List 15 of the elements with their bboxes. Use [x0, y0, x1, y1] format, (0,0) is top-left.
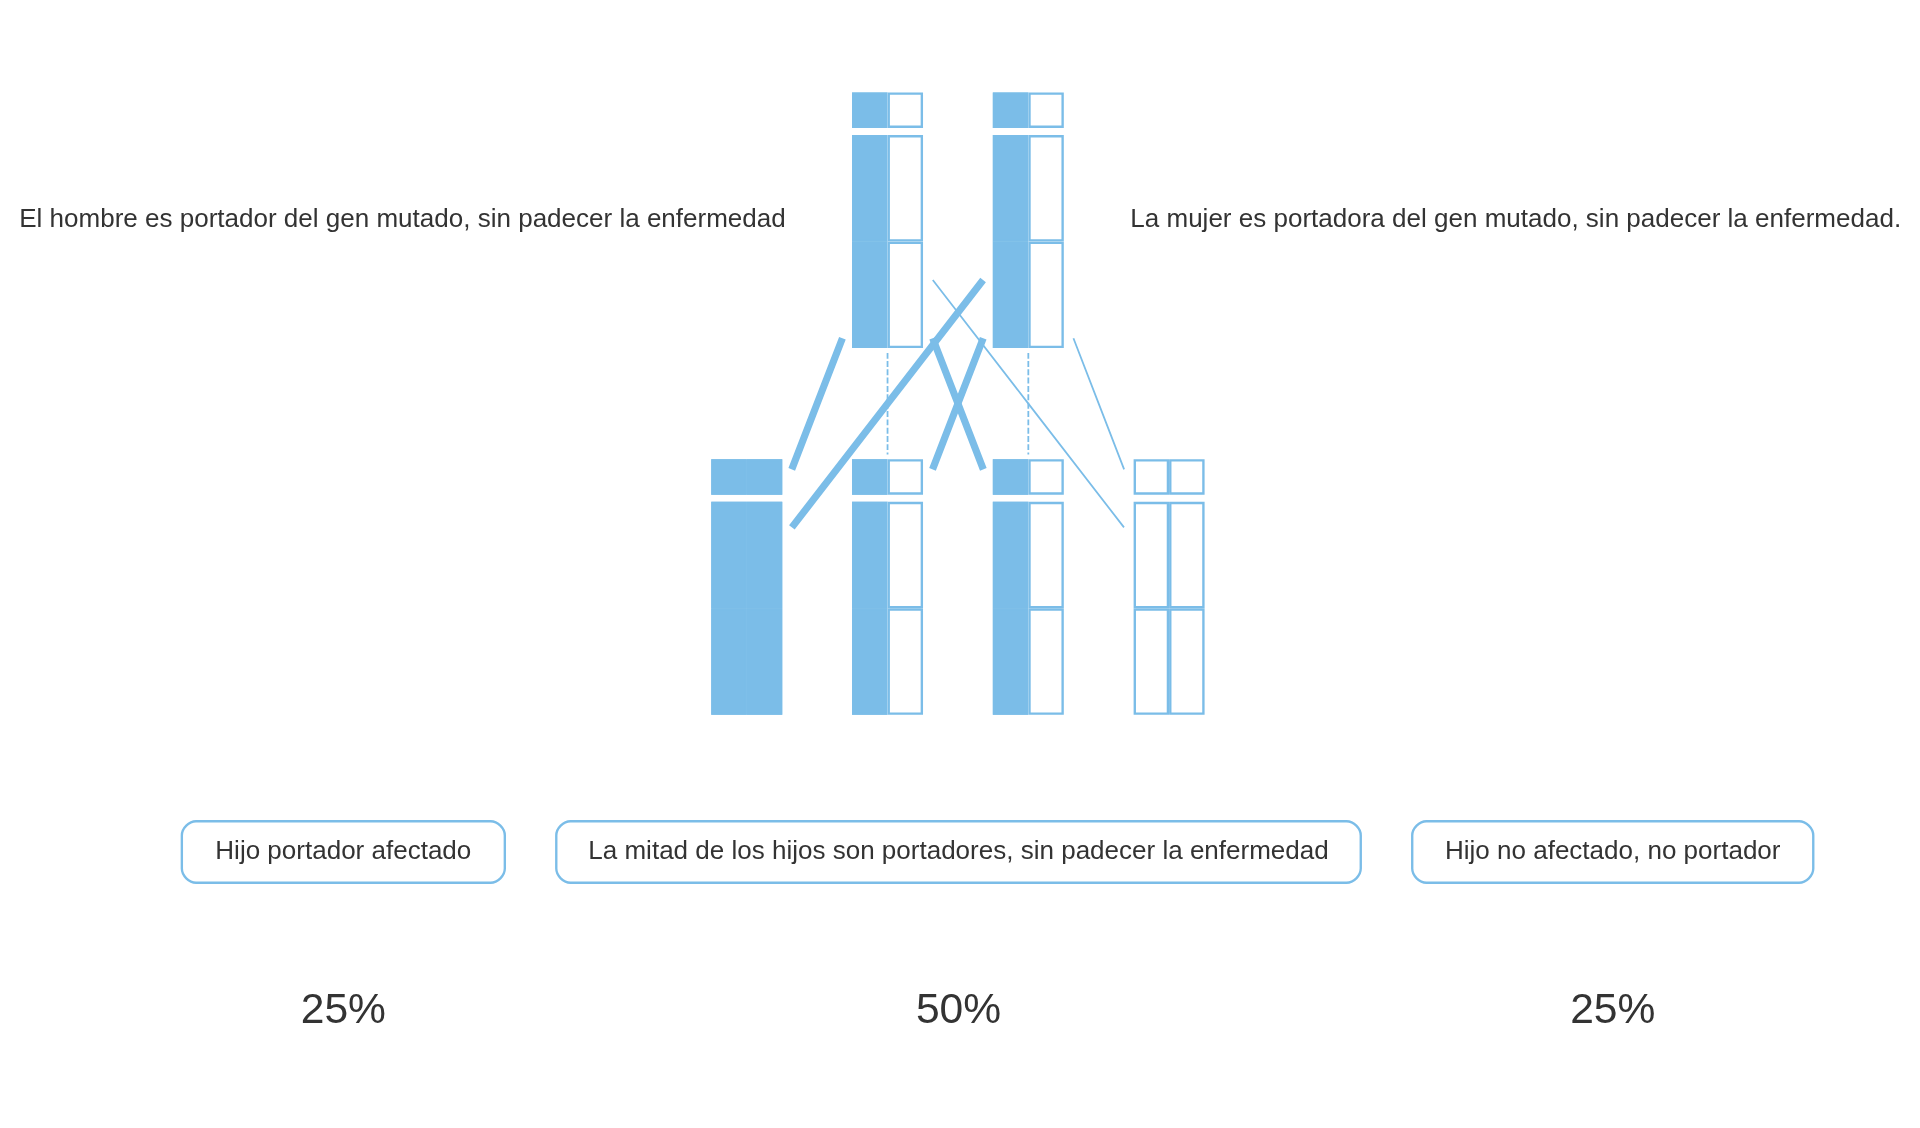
connector	[1027, 351, 1030, 455]
connector	[788, 336, 846, 471]
node-label: 25%	[1570, 983, 1656, 1032]
node-label: 25%	[300, 983, 386, 1032]
node-box: Hijo portador afectado	[180, 819, 506, 884]
connector	[929, 336, 987, 471]
node-label: La mujer es portadora del gen mutado, sin padecer la enfermedad.	[1130, 202, 1902, 233]
node-box: La mitad de los hijos son portadores, sin padecer la enfermedad	[555, 819, 1362, 884]
connector	[886, 351, 889, 455]
node-box: Hijo no afectado, no portador	[1411, 819, 1815, 884]
node-label: 50%	[915, 983, 1002, 1032]
connector	[789, 277, 986, 530]
connector	[1072, 336, 1125, 470]
node-label: El hombre es portador del gen mutado, sin padecer la enfermedad	[19, 202, 786, 233]
connector	[931, 278, 1125, 528]
